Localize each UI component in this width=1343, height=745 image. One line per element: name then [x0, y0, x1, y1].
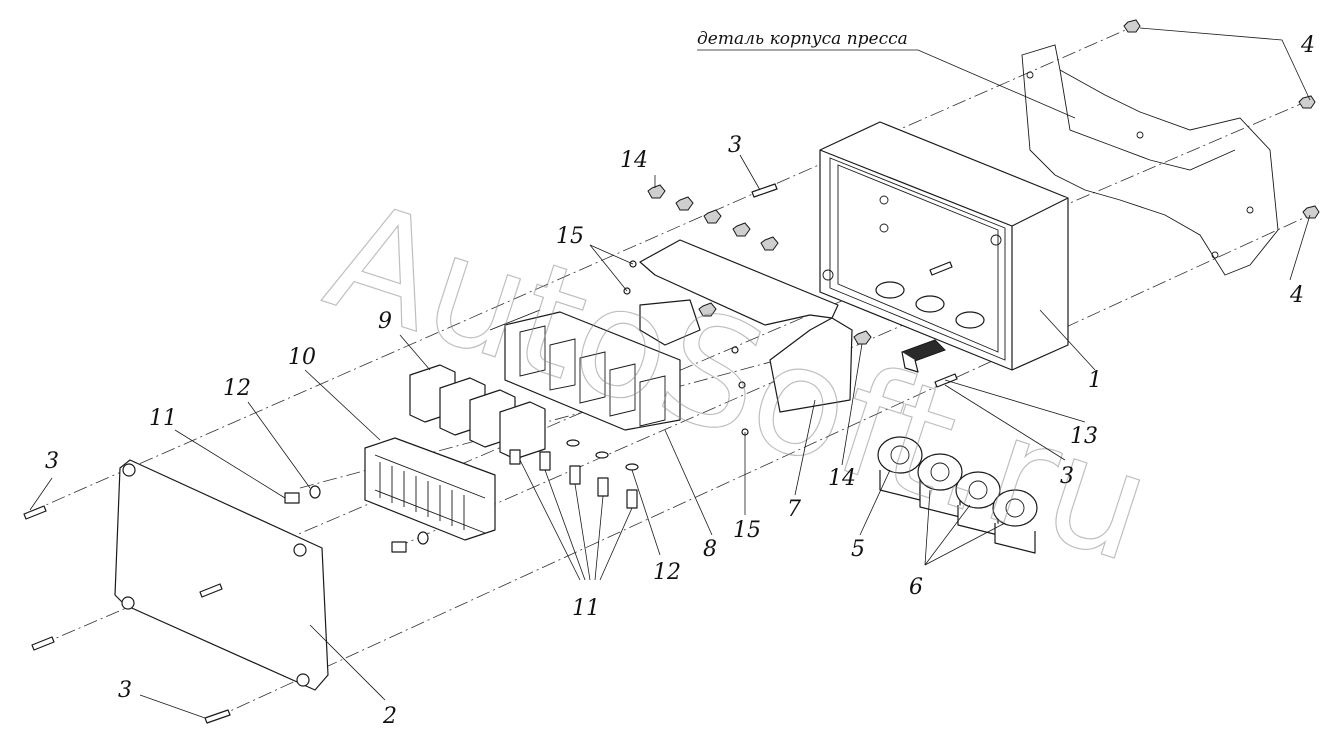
- callout-11-left: 11: [149, 406, 177, 431]
- washer-12-set: [309, 439, 639, 545]
- press-body-bracket: [1021, 44, 1279, 276]
- callout-15-top: 15: [556, 224, 584, 249]
- connector-set: [877, 436, 1038, 554]
- callout-2: 2: [382, 704, 397, 729]
- nut-4-set: [1123, 19, 1320, 219]
- callout-3-left: 3: [45, 449, 59, 474]
- press-body-part-caption: деталь корпуса пресса: [697, 29, 908, 49]
- callout-9: 9: [378, 309, 392, 334]
- fuse-block: [364, 437, 496, 541]
- callout-5: 5: [851, 537, 865, 562]
- callout-3-top: 3: [728, 133, 742, 158]
- callout-14-top: 14: [620, 148, 648, 173]
- relay-mounting-plate: [639, 239, 853, 413]
- clip-13: [901, 339, 946, 373]
- callout-4-top: 4: [1300, 33, 1315, 58]
- nut-14-set: [647, 184, 872, 345]
- relay-set: [409, 364, 546, 460]
- callout-12-left: 12: [223, 376, 251, 401]
- callout-15-bottom: 15: [733, 518, 761, 543]
- callout-12-bottom: 12: [653, 560, 681, 585]
- cover-plate: [114, 459, 329, 691]
- callout-8: 8: [703, 537, 717, 562]
- callout-11-bottom: 11: [572, 596, 600, 621]
- callout-7: 7: [787, 497, 801, 522]
- callout-4-bottom: 4: [1289, 283, 1304, 308]
- bolt-11-set: [284, 449, 638, 553]
- callout-13: 13: [1070, 424, 1098, 449]
- relay-block: [489, 309, 681, 431]
- callout-3-bottom: 3: [118, 678, 132, 703]
- leader-lines: [29, 27, 1311, 719]
- callout-3-right: 3: [1060, 464, 1074, 489]
- callout-1: 1: [1088, 368, 1102, 393]
- housing-box: [819, 121, 1069, 371]
- callout-10: 10: [288, 345, 316, 370]
- callout-14-bottom: 14: [828, 466, 856, 491]
- callout-labels: 1 2 3 3 3 3 4 4 5 6 7 8 9 10 11 11 12 12…: [45, 33, 1315, 729]
- callout-6: 6: [909, 575, 923, 600]
